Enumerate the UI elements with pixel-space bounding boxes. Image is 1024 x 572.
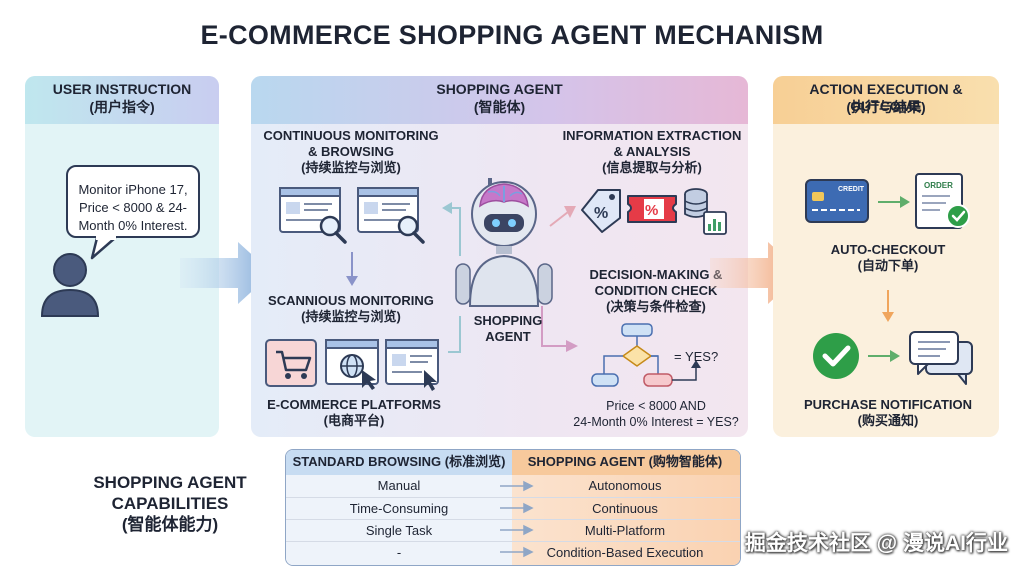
platforms-line-1: E-COMMERCE PLATFORMS [256,397,452,413]
browser-magnifier-icon [280,188,345,242]
check-circle-icon [813,333,859,379]
capabilities-line-3: (智能体能力) [80,514,260,535]
table-cell-right: Multi-Platform [512,520,738,542]
scannious-line-1: SCANNIOUS MONITORING [256,293,446,309]
down-arrow-orange-icon [878,288,898,328]
arrow-right-icon [900,196,910,208]
arrow-to-extraction-icon [564,206,576,218]
checkout-icons: CREDIT ORDER [800,172,980,234]
table-cell-left: Time-Consuming [286,498,512,520]
order-text: ORDER [924,181,953,190]
table-header-right: SHOPPING AGENT (购物智能体) [512,451,738,473]
coupon-ticket-icon: % [628,196,676,222]
monitoring-line-3: (持续监控与浏览) [256,160,446,176]
table-header-row: STANDARD BROWSING (标准浏览) SHOPPING AGENT … [286,451,740,473]
notification-line-1: PURCHASE NOTIFICATION [790,397,986,413]
robot-label-line-1: SHOPPING [460,313,556,329]
scannious-line-2: (持续监控与浏览) [256,309,446,325]
instruction-bubble: Monitor iPhone 17, Price < 8000 & 24- Mo… [66,165,200,238]
robot-label-line-2: AGENT [460,329,556,345]
capabilities-table: STANDARD BROWSING (标准浏览) SHOPPING AGENT … [285,449,741,566]
credit-card-icon: CREDIT [806,180,868,222]
user-icon [42,254,98,316]
shopping-agent-heading-cn: (智能体) [251,99,748,116]
table-cell-right: Continuous [512,498,738,520]
globe-browser-icon [326,340,378,390]
instruction-line-2: Price < 8000 & 24- [68,199,198,217]
price-tag-icon: % [582,190,620,232]
robot-label: SHOPPING AGENT [460,313,556,345]
robot-icon [456,178,552,306]
table-cell-right: Autonomous [512,475,738,497]
condition-text: Price < 8000 AND 24-Month 0% Interest = … [548,398,764,430]
extraction-line-3: (信息提取与分析) [556,160,748,176]
table-cell-left: - [286,542,512,564]
bubble-tail [92,238,115,258]
outcome-heading-cn: (执行与结果) [773,99,999,116]
bubble-tail-mask [96,236,116,240]
monitoring-line-1: CONTINUOUS MONITORING [256,128,446,144]
platforms-label: E-COMMERCE PLATFORMS (电商平台) [256,397,452,429]
extraction-icons: % % [578,184,738,240]
down-arrow-icon [342,250,362,290]
arrow-right-icon-2 [890,350,900,362]
capabilities-label: SHOPPING AGENT CAPABILITIES (智能体能力) [80,472,260,535]
return-arrow-icon [442,202,452,214]
table-cell-left: Single Task [286,520,512,542]
notification-icons [806,328,986,388]
extraction-line-2: & ANALYSIS [556,144,748,160]
card-credit-text: CREDIT [838,186,865,193]
condition-line-1: Price < 8000 AND [548,398,764,414]
order-document-icon: ORDER [916,174,969,228]
table-row-arrows [496,475,536,565]
checkout-label: AUTO-CHECKOUT (自动下单) [790,242,986,274]
watermark: 掘金技术社区 @ 漫说AI行业 [745,527,1008,557]
instruction-line-1: Monitor iPhone 17, [68,181,198,199]
capabilities-line-1: SHOPPING AGENT [80,472,260,493]
arrow-to-decision-icon [566,340,578,352]
shopping-agent-heading: SHOPPING AGENT [251,81,748,98]
extraction-label: INFORMATION EXTRACTION & ANALYSIS (信息提取与… [556,128,748,176]
condition-line-2: 24-Month 0% Interest = YES? [548,414,764,430]
extraction-line-1: INFORMATION EXTRACTION [556,128,748,144]
notification-label: PURCHASE NOTIFICATION (购买通知) [790,397,986,429]
shopping-cart-icon [266,340,316,386]
platforms-line-2: (电商平台) [256,413,452,429]
checkout-line-1: AUTO-CHECKOUT [790,242,986,258]
user-instruction-heading: USER INSTRUCTION [25,81,219,98]
chat-bubbles-icon [910,332,972,384]
notification-line-2: (购买通知) [790,413,986,429]
svg-text:%: % [594,205,608,222]
scannious-label: SCANNIOUS MONITORING (持续监控与浏览) [256,293,446,325]
flow-yes-text: = YES? [674,349,718,364]
checkout-line-2: (自动下单) [790,258,986,274]
monitoring-label: CONTINUOUS MONITORING & BROWSING (持续监控与浏… [256,128,446,176]
user-instruction-heading-cn: (用户指令) [25,99,219,116]
monitoring-line-2: & BROWSING [256,144,446,160]
capabilities-line-2: CAPABILITIES [80,493,260,514]
table-header-left: STANDARD BROWSING (标准浏览) [286,451,512,473]
table-cell-left: Manual [286,475,512,497]
flowchart-icon [584,322,744,392]
svg-text:%: % [645,202,658,219]
page-title: E-COMMERCE SHOPPING AGENT MECHANISM [0,20,1024,51]
platform-icons [262,336,447,392]
database-chart-icon [685,189,726,234]
table-cell-right: Condition-Based Execution [512,542,738,564]
browser-magnifier-icon-2 [358,188,423,242]
monitoring-browser-icons [270,180,450,250]
